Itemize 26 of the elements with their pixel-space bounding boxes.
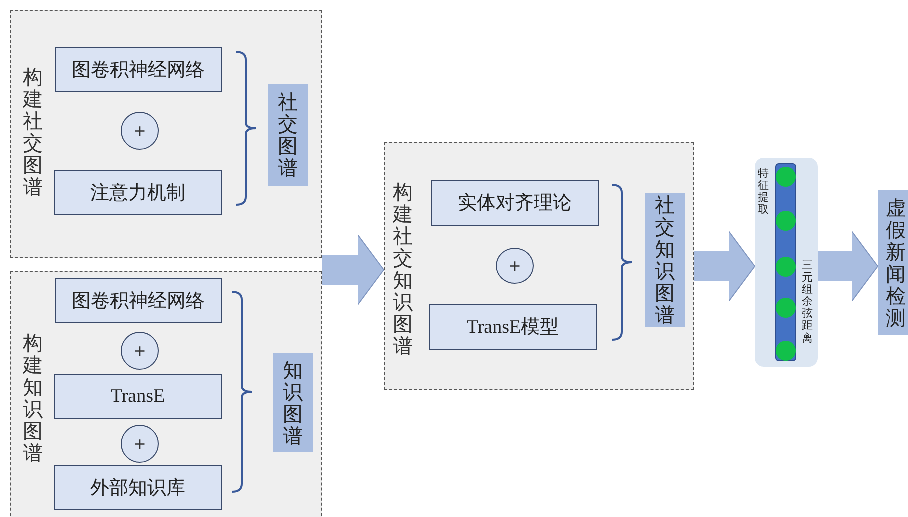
- result-tag: 社交知识图谱: [645, 193, 685, 327]
- dashed-group-panel: [10, 10, 322, 258]
- output-box: 虚假新闻检测: [878, 190, 908, 335]
- process-box: 实体对齐理论: [431, 180, 599, 226]
- feature-panel: [755, 158, 818, 367]
- process-box: 外部知识库: [54, 465, 222, 510]
- plus-circle: +: [121, 425, 159, 463]
- panel-label: 特征提取: [758, 168, 769, 216]
- block-arrow: [694, 231, 756, 302]
- process-box: 注意力机制: [54, 170, 222, 215]
- process-box: TransE模型: [429, 304, 597, 350]
- result-tag: 社交图谱: [268, 84, 308, 186]
- process-box: 图卷积神经网络: [55, 278, 222, 323]
- group-heading: 构建知识图谱: [23, 332, 43, 464]
- process-box: TransE: [54, 374, 222, 419]
- plus-circle: +: [121, 112, 159, 150]
- panel-label: 三元组余弦距离: [802, 260, 813, 345]
- dashed-group-panel: [384, 142, 694, 390]
- dashed-group-panel: [10, 271, 322, 517]
- process-box: 图卷积神经网络: [55, 47, 222, 92]
- plus-circle: +: [496, 248, 534, 284]
- block-arrow: [818, 231, 878, 302]
- plus-circle: +: [121, 332, 159, 370]
- group-heading: 构建社交知识图谱: [393, 181, 413, 357]
- result-tag: 知识图谱: [273, 353, 313, 452]
- group-heading: 构建社交图谱: [23, 66, 43, 198]
